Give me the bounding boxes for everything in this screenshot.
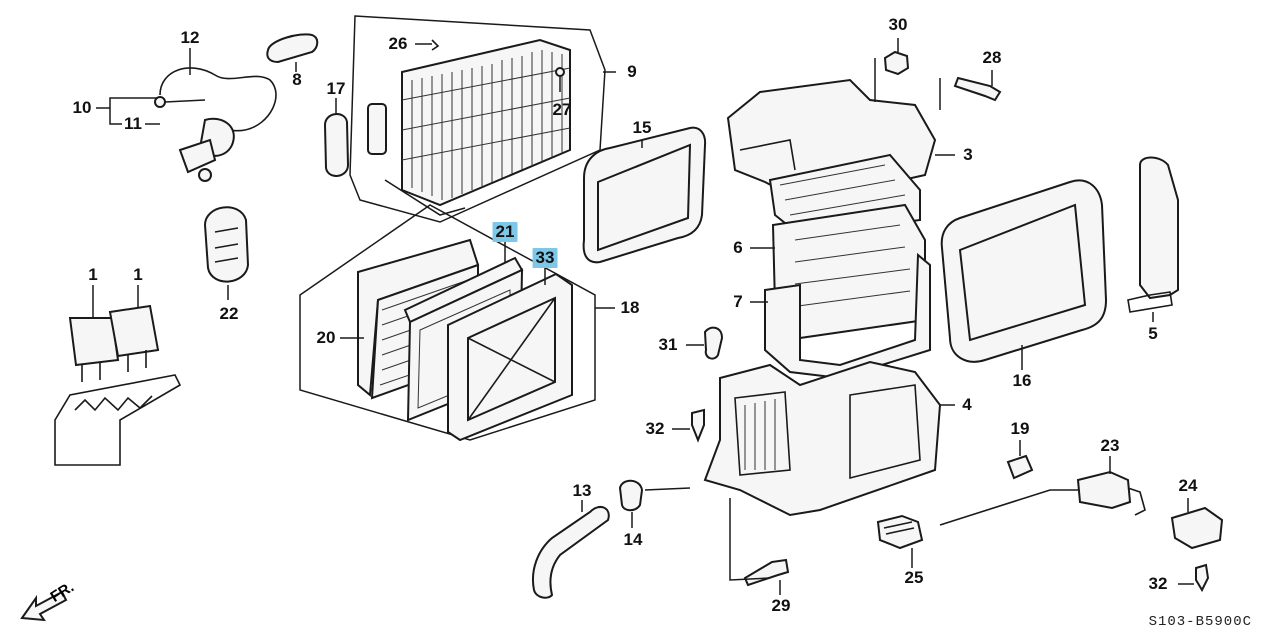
- callout-3[interactable]: 3: [963, 145, 973, 164]
- callout-22[interactable]: 22: [219, 304, 239, 323]
- bolt-28: [953, 76, 1002, 102]
- clip-31: [703, 326, 724, 360]
- callout-21[interactable]: 21: [492, 222, 518, 242]
- connector-25: [876, 514, 924, 550]
- callout-18[interactable]: 18: [620, 298, 640, 317]
- callout-30[interactable]: 30: [888, 15, 908, 34]
- filter-lid-33: [447, 272, 573, 442]
- callout-11[interactable]: 11: [124, 114, 142, 133]
- callout-32b[interactable]: 32: [1148, 574, 1168, 593]
- screw-32a: [691, 408, 705, 443]
- leader-10: [96, 97, 158, 125]
- callout-16[interactable]: 16: [1012, 371, 1032, 390]
- callout-1a[interactable]: 1: [88, 265, 98, 284]
- callout-33[interactable]: 33: [532, 248, 558, 268]
- screw-32b: [1195, 563, 1210, 593]
- callout-27[interactable]: 27: [552, 100, 572, 119]
- callout-7[interactable]: 7: [733, 292, 743, 311]
- thermistor-19: [1006, 454, 1034, 480]
- callout-1b[interactable]: 1: [133, 265, 143, 284]
- nut-30: [883, 50, 910, 76]
- callout-20[interactable]: 20: [316, 328, 336, 347]
- callout-15[interactable]: 15: [632, 118, 652, 137]
- callout-28[interactable]: 28: [982, 48, 1002, 67]
- callout-6[interactable]: 6: [733, 238, 743, 257]
- relay-pair: [68, 304, 160, 382]
- sensor-harness-23: [939, 470, 1146, 526]
- seal-8: [266, 33, 319, 64]
- grommet-14: [618, 479, 644, 512]
- bracket-5: [1139, 156, 1179, 300]
- filter-group-outline: [299, 204, 596, 441]
- leader-28: [939, 70, 993, 110]
- evaporator-core: [367, 38, 571, 216]
- callout-31[interactable]: 31: [658, 335, 678, 354]
- heater-case-4: [703, 360, 942, 517]
- callout-32a[interactable]: 32: [645, 419, 665, 438]
- leader-14: [631, 487, 691, 528]
- diagram-code: S103-B5900C: [1148, 614, 1252, 630]
- evaporator-group-outline: [349, 15, 606, 223]
- lower-housing-7: [764, 252, 931, 380]
- callout-29[interactable]: 29: [771, 596, 791, 615]
- callout-23[interactable]: 23: [1100, 436, 1120, 455]
- grommet-22: [203, 206, 250, 283]
- callout-12[interactable]: 12: [180, 28, 200, 47]
- callout-14[interactable]: 14: [623, 530, 643, 549]
- callout-10[interactable]: 10: [72, 98, 92, 117]
- expansion-valve-assembly: [154, 67, 277, 182]
- callout-25[interactable]: 25: [904, 568, 924, 587]
- callout-17[interactable]: 17: [326, 79, 346, 98]
- drain-hose-13: [532, 505, 610, 599]
- screw-29: [743, 558, 790, 587]
- callout-26[interactable]: 26: [388, 34, 408, 53]
- grommet-17: [323, 113, 350, 177]
- callout-19[interactable]: 19: [1010, 419, 1030, 438]
- bracket-24: [1170, 506, 1224, 550]
- callout-24[interactable]: 24: [1178, 476, 1198, 495]
- callout-9[interactable]: 9: [627, 62, 637, 81]
- callout-5[interactable]: 5: [1148, 324, 1158, 343]
- front-direction-arrow: [20, 590, 68, 622]
- callout-4[interactable]: 4: [962, 395, 972, 414]
- callout-8[interactable]: 8: [292, 70, 302, 89]
- callout-13[interactable]: 13: [572, 481, 592, 500]
- clip-26: [431, 39, 440, 51]
- sensor-27: [555, 67, 565, 77]
- leader-30: [874, 38, 899, 102]
- relay-bracket: [54, 374, 182, 466]
- leader-29: [729, 498, 781, 595]
